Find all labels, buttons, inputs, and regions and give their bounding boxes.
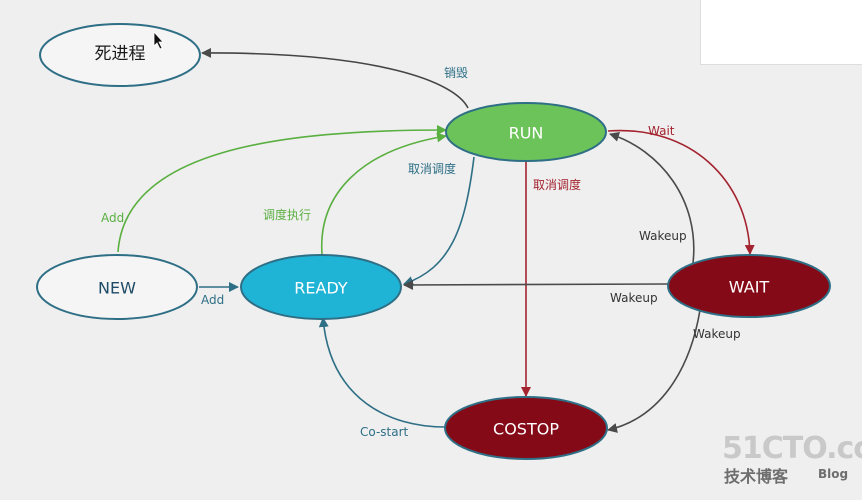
watermark: 51CTO.com 技术博客 Blog	[722, 431, 862, 486]
watermark-brand: 51CTO.com	[722, 431, 862, 466]
node-dead: 死进程	[39, 23, 201, 87]
edge-run-to-wait	[607, 129, 755, 255]
edge-run-to-ready	[403, 156, 475, 286]
mouse-cursor-icon	[153, 30, 164, 50]
edge-wait-to-run	[609, 131, 695, 264]
label-run-to-dead: 销毁	[444, 65, 468, 80]
node-ready: READY	[240, 254, 402, 320]
node-ready-label: READY	[294, 279, 348, 298]
node-dead-label: 死进程	[95, 44, 146, 64]
node-run-label: RUN	[509, 124, 544, 143]
node-wait-label: WAIT	[729, 278, 770, 297]
label-run-to-wait: Wait	[648, 124, 675, 138]
label-wait-to-run: Wakeup	[639, 229, 687, 243]
edge-ready-to-run	[321, 132, 447, 255]
label-run-to-costop: 取消调度	[533, 177, 581, 192]
edge-wait-to-costop	[607, 309, 701, 433]
label-ready-to-run: 调度执行	[263, 207, 311, 222]
node-new-label: NEW	[98, 279, 136, 298]
edge-costop-to-ready	[318, 317, 446, 428]
watermark-blog: Blog	[818, 467, 848, 481]
edge-run-to-dead	[201, 47, 469, 109]
white-panel	[700, 0, 862, 65]
node-new: NEW	[36, 254, 198, 320]
label-run-to-ready: 取消调度	[408, 161, 456, 176]
edge-wait-to-ready	[403, 279, 669, 290]
node-wait: WAIT	[667, 254, 831, 318]
label-costop-to-ready: Co-start	[360, 425, 409, 439]
label-wait-to-ready: Wakeup	[610, 291, 658, 305]
watermark-subtitle: 技术博客	[724, 467, 789, 486]
node-costop-label: COSTOP	[493, 420, 559, 439]
label-wait-to-costop: Wakeup	[693, 327, 741, 341]
edge-new-to-run	[117, 125, 447, 253]
label-new-to-run: Add	[101, 211, 124, 225]
node-run: RUN	[445, 102, 607, 162]
node-costop: COSTOP	[444, 396, 608, 460]
label-new-to-ready: Add	[201, 293, 224, 307]
